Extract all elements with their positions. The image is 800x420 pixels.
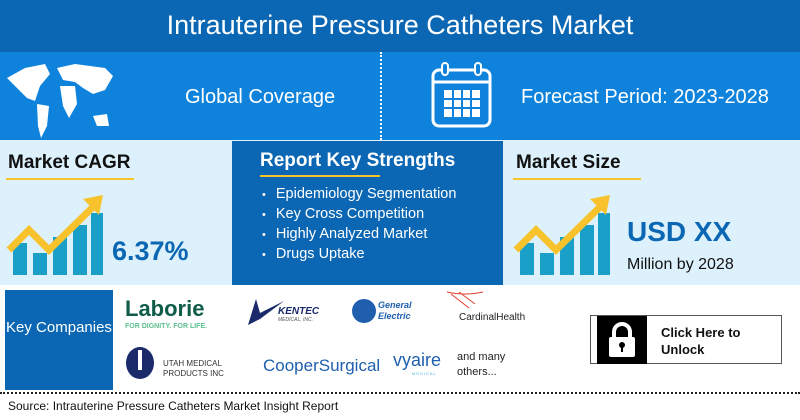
coverage-banner xyxy=(0,52,800,140)
market-size-heading: Market Size xyxy=(516,152,621,173)
calendar-icon xyxy=(431,62,492,128)
growth-chart-icon xyxy=(6,195,103,275)
heading-underline xyxy=(6,178,134,180)
strength-item: Highly Analyzed Market xyxy=(262,224,456,244)
world-map-icon xyxy=(7,64,113,138)
lock-icon xyxy=(597,316,647,364)
key-companies-label: Key Companies xyxy=(5,290,113,390)
more-companies-text: and many others... xyxy=(457,351,506,378)
strength-item: Drugs Uptake xyxy=(262,244,456,264)
logo-utah-medical: UTAH MEDICAL PRODUCTS INC xyxy=(163,359,224,378)
logo-cardinal-health: CardinalHealth xyxy=(459,312,526,323)
logo-kentec: KENTEC xyxy=(278,306,320,317)
cagr-value: 6.37% xyxy=(112,236,189,266)
logo-coopersurgical: CooperSurgical xyxy=(263,356,381,375)
market-size-sub: Million by 2028 xyxy=(627,256,734,273)
source-text: Source: Intrauterine Pressure Catheters … xyxy=(8,399,339,413)
growth-chart-icon xyxy=(513,195,610,275)
strength-item: Epidemiology Segmentation xyxy=(262,184,457,204)
heading-underline xyxy=(260,175,380,177)
global-coverage-label: Global Coverage xyxy=(185,86,336,108)
utah-medical-logo-icon xyxy=(126,347,154,379)
cardinal-logo-icon xyxy=(446,291,484,309)
logo-laborie: Laborie xyxy=(125,296,205,321)
divider xyxy=(0,392,800,394)
heading-underline xyxy=(513,178,641,180)
logo-laborie-tagline: FOR DIGNITY. FOR LIFE. xyxy=(125,323,208,330)
logo-kentec-sub: MEDICAL, INC. xyxy=(278,317,314,323)
key-strengths-list: Epidemiology Segmentation Key Cross Comp… xyxy=(262,184,457,264)
key-strengths-heading: Report Key Strengths xyxy=(260,150,456,171)
page-title: Intrauterine Pressure Catheters Market xyxy=(0,0,800,52)
logo-vyaire-sub: MEDICAL xyxy=(412,371,437,376)
divider xyxy=(380,52,382,140)
strength-item: Key Cross Competition xyxy=(262,204,456,224)
kentec-logo-icon xyxy=(248,299,284,325)
logo-general-electric: General Electric xyxy=(378,300,412,321)
market-cagr-heading: Market CAGR xyxy=(8,152,131,173)
unlock-button[interactable]: Click Here to Unlock xyxy=(590,315,782,364)
unlock-label: Click Here to Unlock xyxy=(661,325,741,357)
logo-vyaire: vyaire xyxy=(393,350,442,370)
market-size-value: USD XX xyxy=(627,216,732,247)
ge-logo-icon xyxy=(352,299,376,323)
forecast-period-label: Forecast Period: 2023-2028 xyxy=(521,86,769,108)
